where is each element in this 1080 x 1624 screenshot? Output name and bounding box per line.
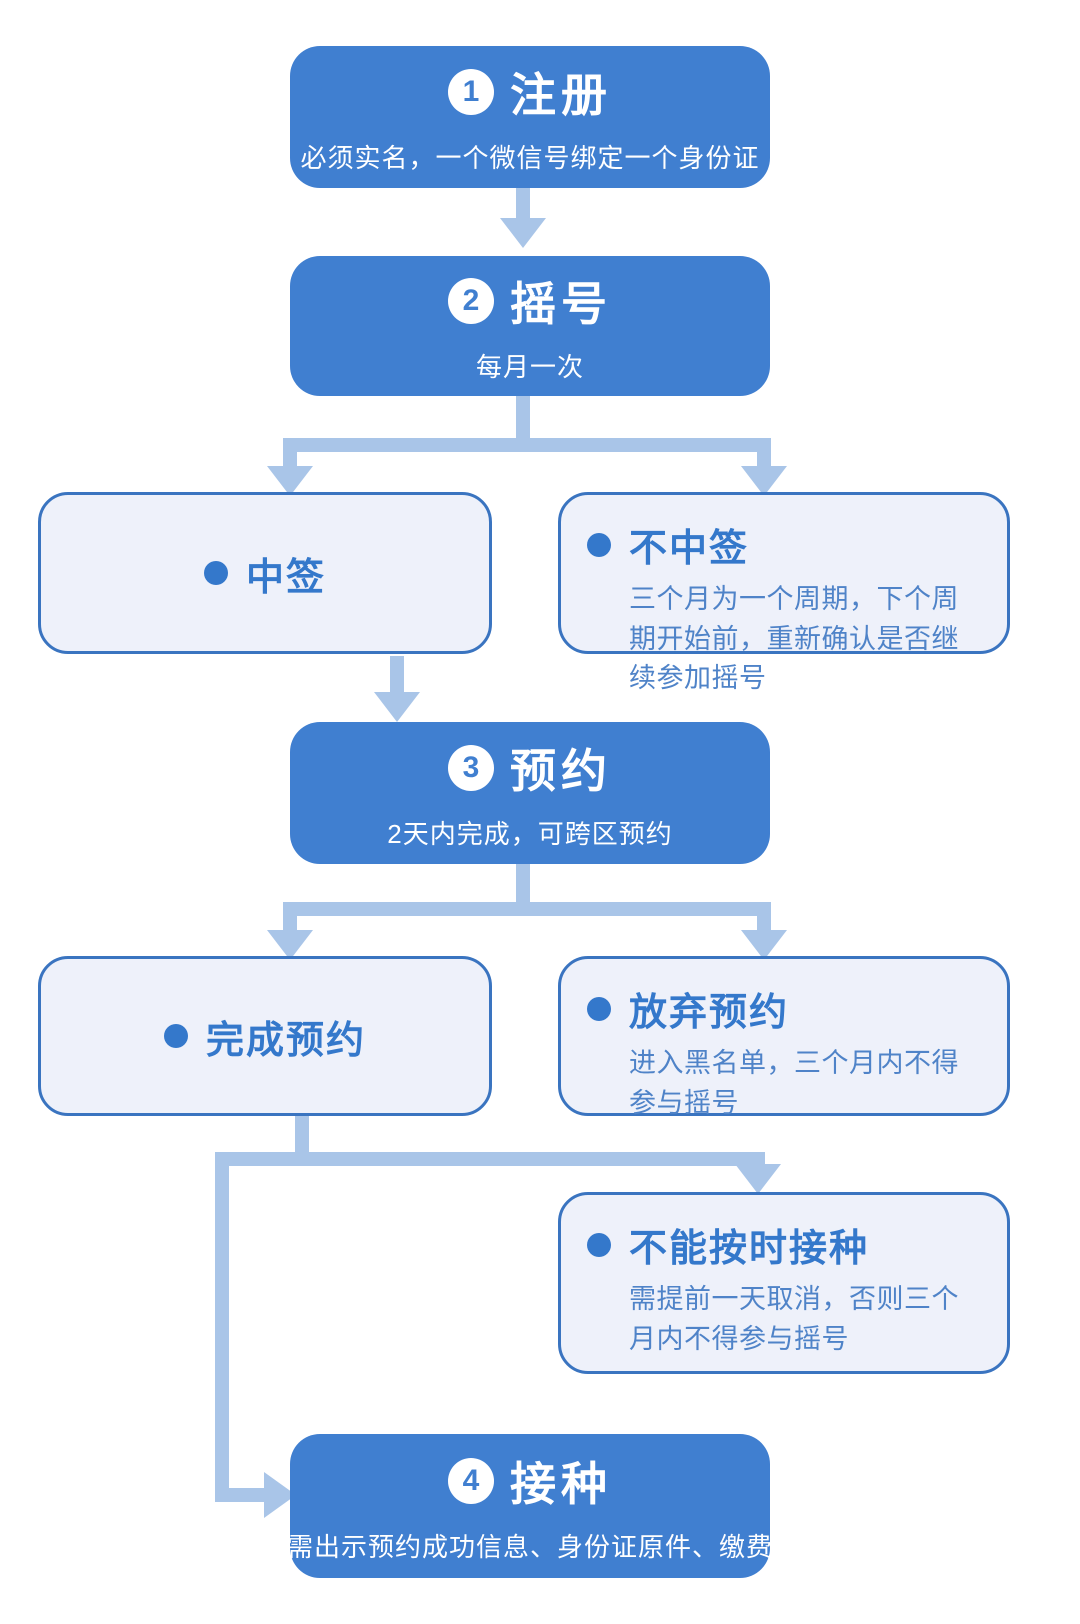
outcome-body: 进入黑名单，三个月内不得参与摇号	[629, 1048, 959, 1118]
step-number-badge: 3	[448, 745, 494, 791]
outcome-box-abandon-appointment: 放弃预约 进入黑名单，三个月内不得参与摇号	[558, 956, 1010, 1118]
branch-lottery-bar	[283, 438, 771, 452]
step-box-lottery: 2 摇号 每月一次	[290, 256, 770, 396]
outcome-body: 需提前一天取消，否则三个月内不得参与摇号	[629, 1284, 959, 1354]
connector-complete-left-line	[215, 1166, 229, 1502]
branch-lottery-right-drop	[757, 452, 771, 466]
connector-complete-bottom-arm	[215, 1488, 265, 1502]
branch-lottery-left-drop	[283, 452, 297, 466]
outcome-lose-title-row: 不中签	[587, 517, 983, 572]
outcome-complete-title-row: 完成预约	[163, 1009, 366, 1064]
step-register-title-row: 1 注册	[448, 59, 612, 125]
step-subtitle: 2天内完成，可跨区预约	[387, 819, 673, 849]
step-number-badge: 2	[448, 278, 494, 324]
step-title: 摇号	[510, 278, 612, 330]
outcome-title: 不能按时接种	[629, 1228, 870, 1270]
outcome-box-cannot-vaccinate-on-time: 不能按时接种 需提前一天取消，否则三个月内不得参与摇号	[558, 1192, 1010, 1374]
connector-complete-stub	[295, 1116, 309, 1152]
arrow-down-icon	[735, 1164, 781, 1194]
outcome-box-lose: 不中签 三个月为一个周期，下个周期开始前，重新确认是否继续参加摇号	[558, 492, 1010, 693]
connector-win-appointment-line	[390, 656, 404, 692]
outcome-box-win: 中签	[38, 492, 492, 654]
step-subtitle: 每月一次	[475, 352, 584, 382]
arrow-down-icon	[374, 692, 420, 722]
outcome-title: 完成预约	[205, 1019, 366, 1062]
arrow-down-icon	[741, 466, 787, 496]
outcome-title: 中签	[245, 556, 326, 599]
bullet-dot-icon	[163, 1024, 188, 1048]
step-vaccination-title-row: 4 接种	[448, 1448, 612, 1514]
outcome-win-title-row: 中签	[203, 546, 326, 601]
branch-appointment-left-drop	[283, 916, 297, 930]
step-number-badge: 1	[448, 69, 494, 115]
step-title: 注册	[510, 69, 612, 121]
bullet-dot-icon	[203, 561, 228, 585]
outcome-title: 放弃预约	[629, 992, 790, 1034]
connector-complete-bar	[215, 1152, 765, 1166]
step-title: 预约	[510, 745, 612, 797]
step-appointment-title-row: 3 预约	[448, 735, 612, 801]
arrow-down-icon	[500, 218, 546, 248]
step-box-appointment: 3 预约 2天内完成，可跨区预约	[290, 722, 770, 864]
bullet-dot-icon	[587, 996, 611, 1021]
outcome-cannot-title-row: 不能按时接种	[587, 1217, 983, 1272]
step-title: 接种	[510, 1458, 612, 1510]
step-number-badge: 4	[448, 1458, 494, 1504]
bullet-dot-icon	[587, 1232, 611, 1257]
branch-lottery-stub	[516, 396, 530, 438]
step-subtitle: 需出示预约成功信息、身份证原件、缴费	[287, 1532, 774, 1562]
outcome-box-complete-appointment: 完成预约	[38, 956, 492, 1116]
step-subtitle: 必须实名，一个微信号绑定一个身份证	[300, 143, 760, 173]
step-box-register: 1 注册 必须实名，一个微信号绑定一个身份证	[290, 46, 770, 188]
branch-appointment-stub	[516, 864, 530, 902]
arrow-down-icon	[267, 466, 313, 496]
arrow-down-icon	[267, 930, 313, 960]
outcome-body: 三个月为一个周期，下个周期开始前，重新确认是否继续参加摇号	[629, 584, 959, 694]
step-box-vaccination: 4 接种 需出示预约成功信息、身份证原件、缴费	[287, 1434, 774, 1578]
connector-step1-step2-line	[516, 188, 530, 220]
branch-appointment-bar	[283, 902, 771, 916]
arrow-down-icon	[741, 930, 787, 960]
step-lottery-title-row: 2 摇号	[448, 268, 612, 334]
branch-appointment-right-drop	[757, 916, 771, 930]
outcome-title: 不中签	[629, 528, 750, 570]
outcome-abandon-title-row: 放弃预约	[587, 981, 983, 1036]
bullet-dot-icon	[587, 532, 611, 557]
